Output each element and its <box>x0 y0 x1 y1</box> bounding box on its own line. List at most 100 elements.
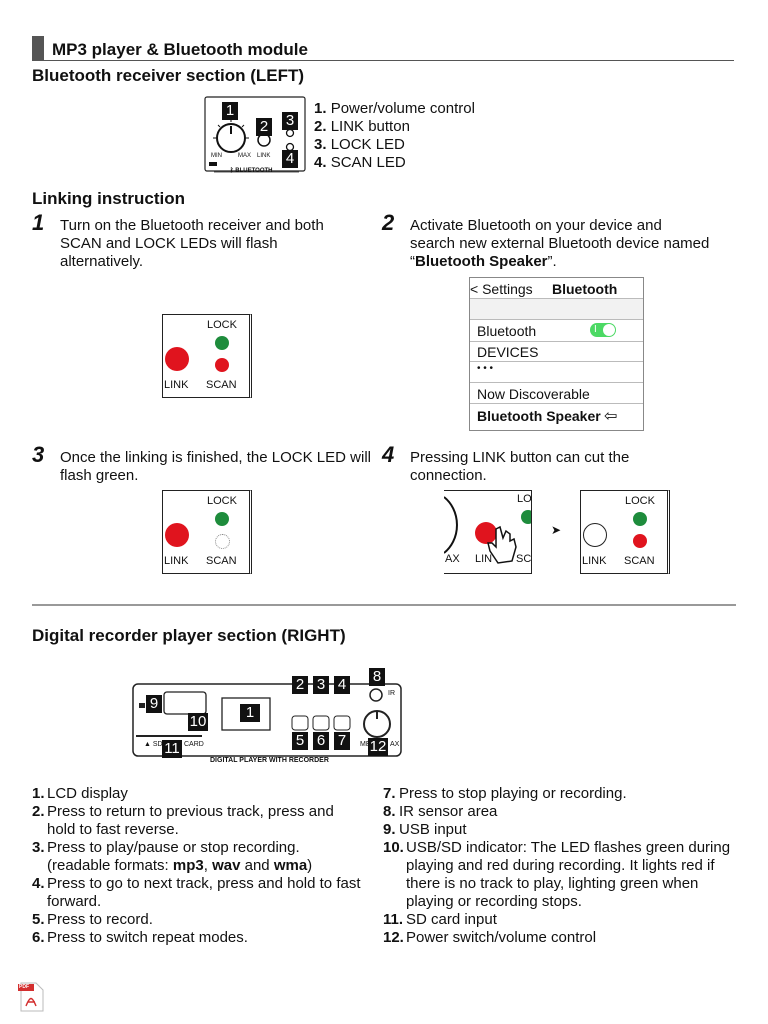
step-4-text: Pressing LINK button can cut the connect… <box>410 449 630 484</box>
list-item: 2.Press to return to previous track, pre… <box>32 803 334 838</box>
device-caption: DIGITAL PLAYER WITH RECORDER <box>210 757 329 764</box>
step-1-panel: LOCK LINK SCAN <box>162 314 252 398</box>
callout-4: 4 <box>334 676 350 694</box>
dr-list-right: 7.Press to stop playing or recording. 8.… <box>383 785 731 947</box>
select-arrow-icon: ⇦ <box>604 408 618 425</box>
bluetooth-icon: ᛒ <box>230 168 236 174</box>
lock-led <box>215 336 229 350</box>
card-label: CARD <box>184 741 204 748</box>
link-label: LINK <box>164 379 189 391</box>
bluetooth-row: Bluetooth I <box>470 319 643 342</box>
lock-label: LOCK <box>625 495 655 507</box>
sd-label: ▲ SD <box>144 741 163 748</box>
callout-2: 2 <box>256 118 272 136</box>
lock-label: LOCK <box>207 319 237 331</box>
dr-list-left: 1.LCD display 2.Press to return to previ… <box>32 785 366 947</box>
link-button <box>165 523 189 547</box>
scan-label: SCAN <box>206 555 237 567</box>
dr-section-title: Digital recorder player section (RIGHT) <box>32 626 346 645</box>
callout-3: 3 <box>313 676 329 694</box>
header-rule <box>32 60 734 61</box>
scan-label: SCAN <box>624 555 655 567</box>
link-button <box>165 347 189 371</box>
scan-led <box>215 358 229 372</box>
callout-5: 5 <box>292 732 308 750</box>
link-label: LINK <box>257 153 271 159</box>
step-2-text: Activate Bluetooth on your device and se… <box>410 217 710 270</box>
step-3-text: Once the linking is finished, the LOCK L… <box>60 449 371 484</box>
list-item: 4.Press to go to next track, press and h… <box>32 875 361 910</box>
lock-led <box>633 512 647 526</box>
scan-partial-label: SC <box>516 553 532 565</box>
bt-module-diagram: 1 2 3 4 MIN MAX LINK ᛒ BLUETOOTH <box>204 96 306 176</box>
bt-section-title: Bluetooth receiver section (LEFT) <box>32 66 305 85</box>
min-label: MIN <box>211 153 222 159</box>
more-row: • • • <box>470 361 643 383</box>
bt-legend: 1. Power/volume control 2. LINK button 3… <box>314 100 475 172</box>
me-label: ME <box>360 741 371 748</box>
callout-10: 10 <box>188 713 208 731</box>
discoverable-row: Now Discoverable <box>470 382 643 404</box>
ax-label: AX <box>390 741 400 748</box>
linking-title: Linking instruction <box>32 189 185 208</box>
callout-4: 4 <box>282 150 298 168</box>
step-3-number: 3 <box>32 442 45 467</box>
callout-1: 1 <box>240 704 260 722</box>
callout-2: 2 <box>292 676 308 694</box>
lock-partial-label: LOC <box>517 493 532 505</box>
bluetooth-row-label: Bluetooth <box>477 323 537 339</box>
toggle-knob <box>603 324 615 336</box>
step-1-text: Turn on the Bluetooth receiver and both … <box>60 217 324 270</box>
legend-item: 1. Power/volume control <box>314 100 475 117</box>
header-accent-bar <box>32 36 44 60</box>
scan-led <box>215 534 230 549</box>
step-2-number: 2 <box>382 210 395 235</box>
legend-item: 2. LINK button <box>314 118 410 135</box>
callout-8: 8 <box>369 668 385 686</box>
dr-module-diagram: 1 2 3 4 5 6 7 8 9 10 11 12 IR ▲ SD CARD … <box>132 668 402 768</box>
callout-11: 11 <box>162 740 182 758</box>
phone-title: Bluetooth <box>552 281 618 297</box>
list-item: 5.Press to record. <box>32 911 153 928</box>
list-item: 1.LCD display <box>32 785 128 802</box>
pdf-file-icon <box>18 982 44 1012</box>
step-4-result-panel: LOCK LINK SCAN <box>580 490 670 574</box>
list-item: 9.USB input <box>383 821 467 838</box>
lock-label: LOCK <box>207 495 237 507</box>
press-illustration <box>444 496 531 564</box>
link-label: LINK <box>582 555 607 567</box>
bluetooth-toggle[interactable]: I <box>590 323 616 337</box>
step-1-number: 1 <box>32 210 45 235</box>
callout-3: 3 <box>282 112 298 130</box>
callout-9: 9 <box>146 695 162 713</box>
toggle-on-glyph: I <box>594 324 597 335</box>
callout-7: 7 <box>334 732 350 750</box>
lock-led <box>215 512 229 526</box>
max-partial-label: AX <box>445 553 460 565</box>
ir-label: IR <box>388 690 395 697</box>
link-label: LINK <box>164 555 189 567</box>
settings-back-link[interactable]: < Settings <box>470 281 533 297</box>
list-item: 8.IR sensor area <box>383 803 498 820</box>
bluetooth-speaker-row[interactable]: Bluetooth Speaker ⇦ <box>470 403 643 430</box>
scan-label: SCAN <box>206 379 237 391</box>
phone-spacer <box>470 298 643 320</box>
next-arrow-icon: ➤ <box>551 523 562 537</box>
phone-settings-mockup: < Settings Bluetooth Bluetooth I DEVICES… <box>469 277 644 431</box>
link-partial-label: LIN <box>475 553 493 565</box>
section-divider <box>32 604 736 606</box>
list-item: 12.Power switch/volume control <box>383 929 597 946</box>
devices-row: DEVICES <box>470 341 643 362</box>
pdf-label: PDF <box>19 984 29 990</box>
step-4-press-panel: LOC AX LIN SC <box>444 490 532 574</box>
link-button <box>583 523 607 547</box>
max-label: MAX <box>238 153 252 159</box>
legend-item: 3. LOCK LED <box>314 136 405 153</box>
step-4-number: 4 <box>382 442 395 467</box>
list-item: 7.Press to stop playing or recording. <box>383 785 627 802</box>
callout-1: 1 <box>222 102 238 120</box>
bluetooth-brand: ᛒ BLUETOOTH <box>230 168 273 174</box>
list-item: 10.USB/SD indicator: The LED flashes gre… <box>383 839 731 910</box>
callout-12: 12 <box>368 738 388 756</box>
page-title: MP3 player & Bluetooth module <box>52 40 308 59</box>
